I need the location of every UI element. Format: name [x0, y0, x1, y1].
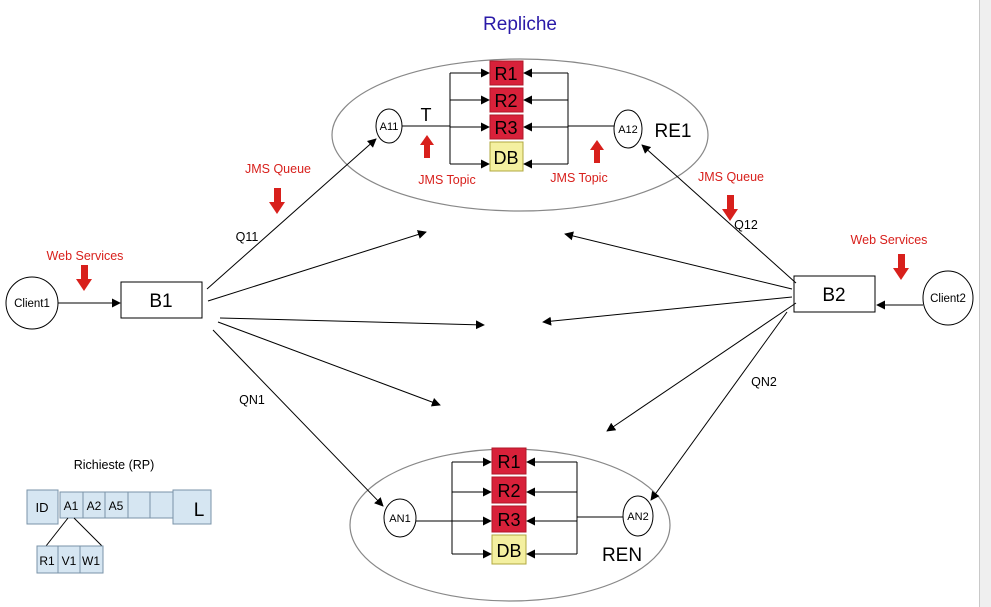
qn2-arrow — [650, 311, 788, 501]
b2-node — [793, 275, 876, 313]
bottom-replica-db — [491, 534, 527, 565]
requests-detail-link-left — [45, 517, 69, 547]
bottom-replica-r2-label: R2 — [497, 481, 520, 501]
t-label: T — [421, 105, 432, 125]
requests-detail-r1: R1 — [39, 554, 55, 568]
requests-entry-cell — [149, 491, 174, 519]
q12-arrow — [641, 144, 797, 284]
requests-detail-cell — [79, 545, 104, 574]
requests-title: Richieste (RP) — [74, 458, 155, 472]
web-services-left-down-arrow-icon — [76, 265, 92, 291]
top-replica-r2 — [489, 87, 524, 113]
jms-topic-left-up-arrow-icon — [420, 135, 434, 158]
top-replica-r1 — [489, 60, 524, 86]
b2-to-center-arrow — [542, 296, 793, 326]
top-replica-stack: R1 R2 R3 DB — [489, 60, 524, 172]
b2-to-top-arrow — [564, 231, 793, 290]
an2-node — [622, 495, 654, 537]
top-replica-r3 — [489, 114, 524, 140]
jms-topic-left-label: JMS Topic — [418, 173, 475, 187]
b2-label: B2 — [822, 285, 845, 306]
top-replica-db-label: DB — [493, 148, 518, 168]
bottom-replica-db-label: DB — [496, 541, 521, 561]
bottom-replica-r3 — [491, 505, 527, 533]
a12-node — [613, 109, 643, 149]
top-left-fanout — [401, 68, 490, 169]
q11-label: Q11 — [236, 230, 259, 244]
b1-node — [120, 281, 203, 319]
qn2-label: QN2 — [751, 375, 777, 389]
requests-id-cell — [26, 489, 59, 525]
an1-node — [383, 498, 417, 538]
top-replica-cluster — [331, 58, 709, 212]
a11-node — [375, 108, 403, 144]
bottom-replica-r1-label: R1 — [497, 452, 520, 472]
qn1-arrow — [212, 329, 384, 507]
jms-queue-right-down-arrow-icon — [722, 195, 738, 221]
web-services-left-label: Web Services — [47, 249, 124, 263]
b1-to-center-arrow — [219, 317, 485, 330]
ren-label: REN — [602, 545, 642, 566]
top-right-fanout — [523, 68, 614, 169]
jms-topic-right-label: JMS Topic — [550, 171, 607, 185]
top-replica-r2-label: R2 — [494, 91, 517, 111]
requests-detail — [36, 545, 104, 574]
bottom-replica-stack: R1 R2 R3 DB — [491, 447, 527, 565]
requests-detail-link-right — [73, 517, 103, 547]
client2-node — [922, 270, 974, 326]
re1-label: RE1 — [655, 121, 692, 142]
web-services-right-down-arrow-icon — [893, 254, 909, 280]
jms-queue-left-label: JMS Queue — [245, 162, 311, 176]
requests-end-cell — [172, 489, 212, 525]
client1-label: Client1 — [14, 298, 50, 310]
requests-table — [26, 489, 212, 525]
bottom-right-fanout — [526, 457, 624, 559]
requests-detail-w1: W1 — [82, 554, 100, 568]
jms-topic-right-up-arrow-icon — [590, 140, 604, 163]
requests-detail-v1: V1 — [62, 554, 77, 568]
diagram-title: Repliche — [483, 14, 557, 35]
bottom-left-fanout — [416, 457, 492, 559]
bottom-replica-r1 — [491, 447, 527, 475]
top-replica-r1-label: R1 — [494, 64, 517, 84]
top-replica-db — [489, 141, 524, 172]
a12-label: A12 — [618, 124, 638, 136]
web-services-right-label: Web Services — [851, 233, 928, 247]
top-replica-r3-label: R3 — [494, 118, 517, 138]
q11-arrow — [206, 138, 377, 290]
a11-label: A11 — [380, 121, 399, 133]
window-edge-scrollbar[interactable] — [979, 0, 991, 607]
an2-label: AN2 — [627, 511, 648, 523]
bottom-replica-r2 — [491, 476, 527, 504]
client2-label: Client2 — [930, 293, 966, 305]
jms-queue-left-down-arrow-icon — [269, 188, 285, 214]
requests-entry-cell — [127, 491, 151, 519]
an1-label: AN1 — [389, 513, 410, 525]
b1-label: B1 — [149, 291, 172, 312]
requests-entry-a5: A5 — [109, 499, 124, 513]
b1-to-top-arrow — [207, 230, 427, 302]
requests-entry-a1: A1 — [64, 499, 79, 513]
bottom-replica-r3-label: R3 — [497, 510, 520, 530]
b1-to-bottom-arrow — [217, 321, 441, 407]
qn1-label: QN1 — [239, 393, 265, 407]
b2-to-bottom-arrow — [606, 302, 797, 432]
requests-id-label: ID — [36, 500, 49, 515]
requests-entry-a2: A2 — [87, 499, 102, 513]
jms-queue-right-label: JMS Queue — [698, 170, 764, 184]
q12-label: Q12 — [734, 218, 758, 232]
requests-end-label: L — [194, 500, 205, 521]
